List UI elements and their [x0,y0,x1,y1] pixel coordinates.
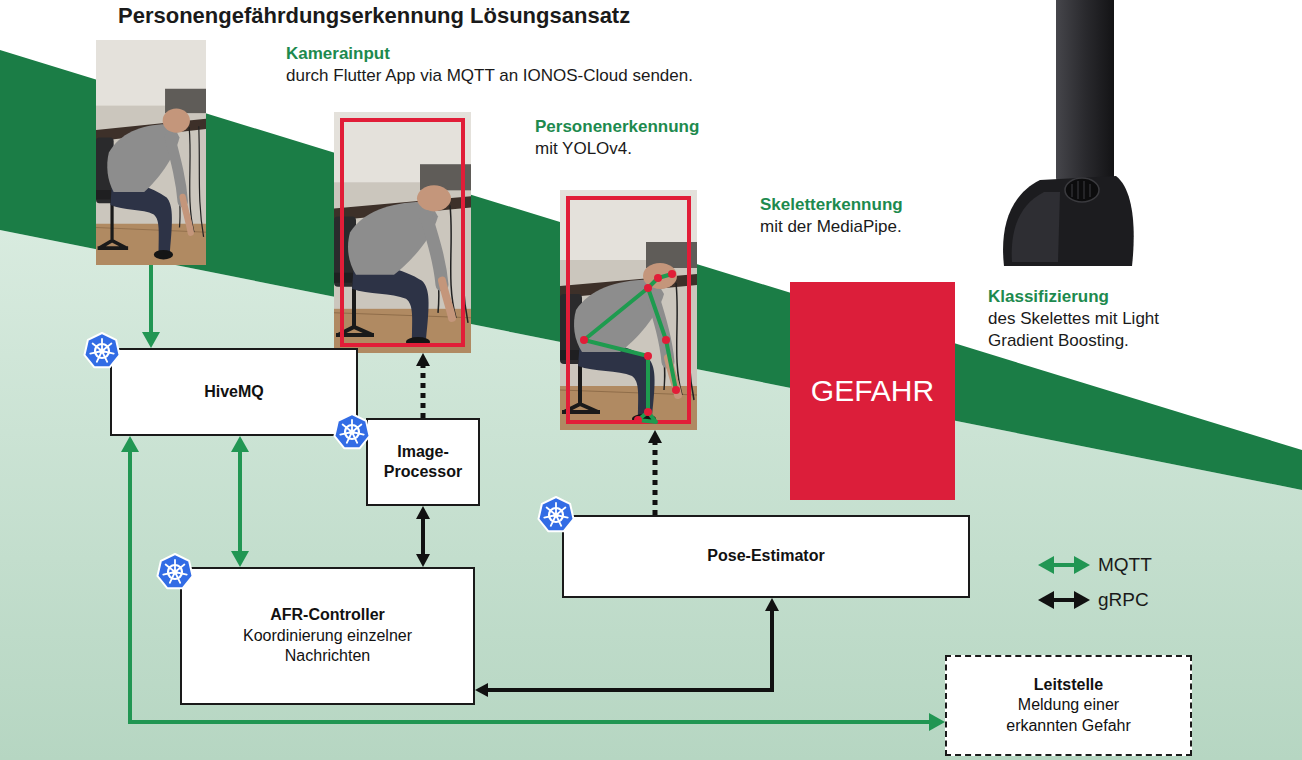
skeleton-photo [634,416,642,424]
robot-illustration [1072,181,1090,199]
skeleton-photo [644,284,652,292]
robot-illustration [1012,192,1060,262]
connector-arrow [421,519,425,554]
node-heading: AFR-Controller [270,605,385,625]
alert-box: GEFAHRKlassifizierungdes Skelettes mit L… [790,282,955,500]
skeleton-photo [560,190,697,430]
diagram-title: Personengefährdungserkennung Lösungsansa… [118,2,630,30]
node-heading: Leitstelle [1034,675,1103,695]
skeleton-photo [644,408,652,416]
skeleton-photo [580,270,680,424]
caption-heading: Klassifizierung [988,286,1198,308]
legend-grpc-sample [1038,591,1090,609]
skeleton-photo [560,190,697,430]
skeleton-photo [672,386,680,394]
skeleton-photo [584,274,676,422]
skeleton-photo [580,336,588,344]
legend-mqtt-sample [1038,556,1054,574]
legend-mqtt-sample [1038,556,1090,574]
legend-grpc-sample [1052,598,1076,602]
kubernetes-icon [157,554,192,588]
photo-panel: Kamerainputdurch Flutter App via MQTT an… [96,40,206,265]
robot-illustration [1065,178,1099,202]
caption-body: durch Flutter App via MQTT an IONOS-Clou… [286,65,846,87]
detection-photo [334,112,471,353]
service-box: AFR-ControllerKoordinierung einzelner Na… [180,567,475,705]
photo-panel: Personenerkennungmit YOLOv4. [334,112,471,353]
node-heading: Image-Processor [378,442,468,483]
robot-illustration [1056,0,1114,186]
service-box: HiveMQ [110,348,358,436]
skeleton-photo [580,270,680,424]
detection-photo [334,112,471,353]
robot-illustration [1003,0,1134,266]
node-heading: Pose-Estimator [707,546,824,566]
connector-arrow [488,611,772,690]
photo-panel: Skeletterkennungmit der MediaPipe. [560,190,697,430]
node-heading: HiveMQ [204,382,264,402]
caption-body: mit der MediaPipe. [760,216,980,238]
node-body: Koordinierung einzelner Nachrichten [218,626,438,667]
node-body: Meldung einer erkannten Gefahr [994,695,1144,736]
caption-heading: Skeletterkennung [760,194,980,216]
robot-illustration [1003,176,1134,266]
kubernetes-icon [84,333,119,367]
connector-arrow [238,452,242,551]
grpc-dotted-arrow [653,443,658,515]
grpc-dotted-arrow [421,366,426,418]
camera-photo [96,40,206,265]
kubernetes-icon [538,497,573,531]
connector-arrow [149,265,153,332]
legend-label: gRPC [1098,588,1149,612]
skeleton-photo [568,198,689,422]
service-box: Pose-Estimator [562,515,970,598]
control-center-box: LeitstelleMeldung einer erkannten Gefahr [945,655,1192,756]
skeleton-photo [644,352,652,360]
legend-grpc-sample [1074,591,1090,609]
kubernetes-icon [334,414,369,448]
skeleton-photo [662,336,670,344]
node-heading: GEFAHR [811,372,934,410]
service-box: Image-Processor [366,418,480,506]
skeleton-photo [654,274,662,282]
legend-grpc-sample [1038,591,1054,609]
legend-mqtt-sample [1052,563,1076,567]
caption-heading: Kamerainput [286,43,846,65]
detection-photo [342,120,463,345]
caption-body: des Skelettes mit Light Gradient Boostin… [988,308,1198,352]
caption-heading: Personenerkennung [535,116,775,138]
legend-mqtt-sample [1074,556,1090,574]
caption-body: mit YOLOv4. [535,138,775,160]
skeleton-photo [668,270,676,278]
camera-photo [96,40,206,265]
legend-label: MQTT [1098,553,1152,577]
